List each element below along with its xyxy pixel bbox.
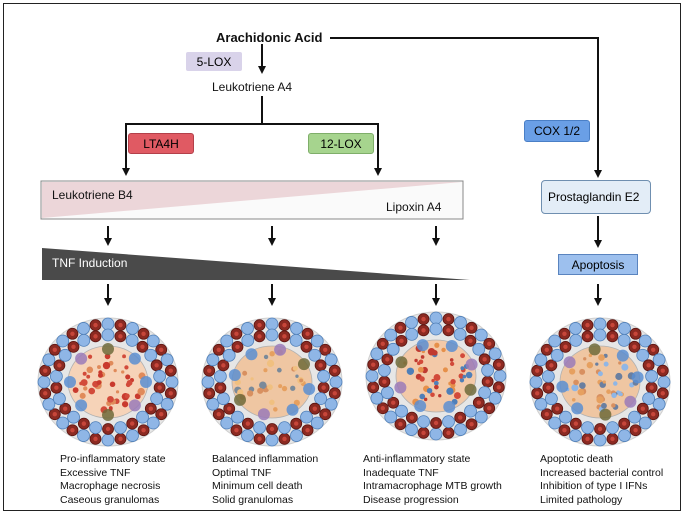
figure-frame (3, 3, 681, 511)
lox12-label: 12-LOX (320, 136, 362, 151)
outcome-1-line-1: Pro-inflammatory state (60, 453, 166, 465)
outcome-4-line-3: Inhibition of type I IFNs (540, 480, 648, 493)
outcome-4-line-2: Increased bacterial control (540, 466, 664, 479)
lipoxin-a4-label: Lipoxin A4 (386, 200, 442, 214)
outcome-caption-1: Pro-inflammatory state Excessive TNF Mac… (60, 453, 166, 507)
outcome-3-line-4: Disease progression (363, 493, 459, 506)
arrow-aa-to-pge2 (330, 37, 602, 178)
prostaglandin-e2-box: Prostaglandin E2 (541, 180, 651, 214)
tnf-induction-label: TNF Induction (52, 256, 128, 270)
outcome-2-line-1: Balanced inflammation (212, 453, 319, 465)
lox5-label: 5-LOX (196, 54, 232, 69)
apoptosis-box: Apoptosis (558, 254, 638, 275)
branch-bracket (125, 123, 379, 172)
lox12-enzyme-box: 12-LOX (308, 133, 374, 154)
outcome-caption-3: Anti-inflammatory state Inadequate TNF I… (363, 453, 502, 507)
arachidonic-acid-label: Arachidonic Acid (216, 30, 323, 45)
outcome-3-line-3: Intramacrophage MTB growth (363, 480, 502, 493)
cox-enzyme-box: COX 1/2 (524, 120, 590, 142)
lox5-enzyme-box: 5-LOX (186, 52, 242, 71)
outcome-2-line-3: Minimum cell death (212, 480, 303, 493)
leukotriene-a4-label: Leukotriene A4 (212, 80, 293, 94)
outcome-2-line-4: Solid granulomas (212, 493, 294, 506)
apoptosis-label: Apoptosis (571, 257, 625, 272)
leukotriene-b4-label: Leukotriene B4 (52, 188, 133, 202)
lta4h-enzyme-box: LTA4H (128, 133, 194, 154)
outcome-caption-4: Apoptotic death Increased bacterial cont… (540, 453, 663, 507)
outcome-1-line-2: Excessive TNF (60, 466, 131, 479)
prostaglandin-e2-label: Prostaglandin E2 (548, 190, 640, 204)
outcome-caption-2: Balanced inflammation Optimal TNF Minimu… (212, 453, 318, 507)
lta4h-label: LTA4H (143, 136, 179, 151)
outcome-3-line-1: Anti-inflammatory state (363, 453, 471, 465)
outcome-1-line-3: Macrophage necrosis (60, 480, 161, 493)
outcome-2-line-2: Optimal TNF (212, 466, 272, 479)
outcome-3-line-2: Inadequate TNF (363, 466, 439, 479)
outcome-1-line-4: Caseous granulomas (60, 493, 160, 506)
outcome-4-line-4: Limited pathology (540, 493, 623, 506)
outcome-4-line-1: Apoptotic death (540, 453, 613, 465)
cox-label: COX 1/2 (533, 124, 581, 138)
